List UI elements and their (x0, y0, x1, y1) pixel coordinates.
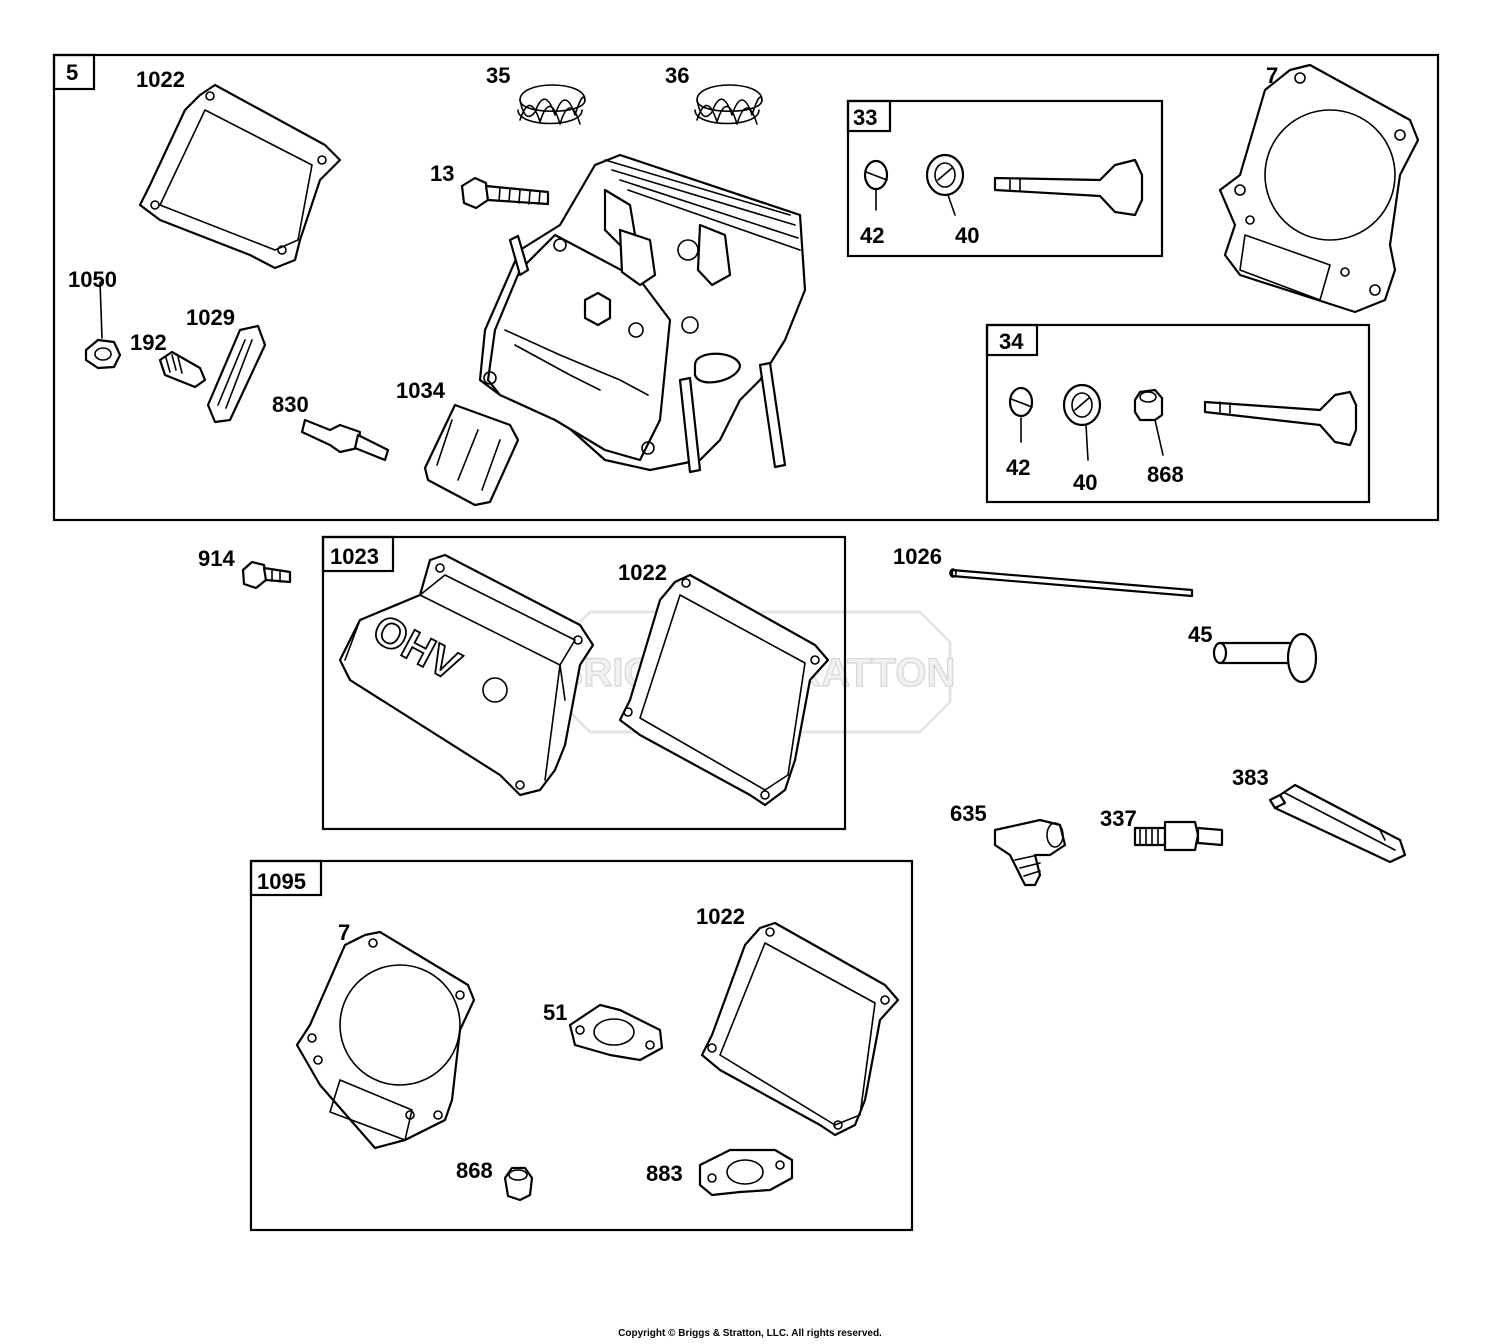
group-tag-33 (846, 99, 892, 133)
group-tag-1095 (249, 859, 323, 897)
rocker-stud-830-icon (300, 418, 390, 462)
group-label-1095: 1095 (257, 869, 306, 894)
group-tag-1023 (321, 535, 395, 573)
exhaust-valve-icon (993, 158, 1144, 217)
part-label-868b: 868 (456, 1158, 493, 1183)
group-frame-1023 (321, 535, 847, 831)
valve-stem-seal-868-icon (1133, 388, 1164, 456)
part-label-7b: 7 (338, 920, 350, 945)
rocker-pivot-192-icon (158, 350, 207, 389)
intake-gasket-51-icon (568, 1003, 664, 1062)
rocker-arm-1029-icon (206, 324, 267, 424)
push-rod-guide-1034-icon (423, 403, 520, 507)
valve-spring-35-icon (517, 84, 586, 125)
push-rod-1026-icon (949, 568, 1194, 598)
copyright-notice: Copyright © Briggs & Stratton, LLC. All … (618, 1328, 882, 1339)
part-label-35: 35 (486, 63, 510, 88)
cylinder-head-icon (478, 153, 807, 474)
part-label-1026: 1026 (893, 544, 942, 569)
valve-seal-40b-icon (1062, 383, 1102, 461)
part-label-7: 7 (1266, 63, 1278, 88)
part-label-337: 337 (1100, 806, 1137, 831)
part-label-383: 383 (1232, 765, 1269, 790)
part-label-868: 868 (1147, 462, 1184, 487)
group-frame-33 (846, 99, 1164, 258)
part-label-1050: 1050 (68, 267, 117, 292)
rocker-nut-1050-icon (84, 281, 122, 370)
part-label-914: 914 (198, 546, 235, 571)
part-label-51: 51 (543, 1000, 567, 1025)
valve-stem-seal-868b-icon (503, 1166, 534, 1202)
group-frame-5 (52, 53, 1440, 522)
group-label-34: 34 (999, 329, 1024, 354)
group-label-1023: 1023 (330, 544, 379, 569)
group-label-5: 5 (66, 60, 78, 85)
part-label-1022b: 1022 (618, 560, 667, 585)
rocker-cover-gasket-1022b-icon (618, 573, 830, 807)
part-label-13: 13 (430, 161, 454, 186)
part-label-830: 830 (272, 392, 309, 417)
part-label-42b: 42 (1006, 455, 1030, 480)
part-label-883: 883 (646, 1161, 683, 1186)
valve-tappet-45-icon (1212, 632, 1318, 684)
rocker-cover-gasket-1022-icon (138, 83, 342, 270)
part-label-1029: 1029 (186, 305, 235, 330)
exhaust-gasket-883-icon (698, 1148, 794, 1197)
part-label-40: 40 (955, 223, 979, 248)
group-tag-34 (985, 323, 1039, 357)
valve-seal-40-icon (925, 153, 965, 216)
spark-plug-boot-635-icon (993, 818, 1067, 887)
part-label-40b: 40 (1073, 470, 1097, 495)
part-label-36: 36 (665, 63, 689, 88)
intake-valve-icon (1203, 390, 1358, 447)
group-tag-5 (52, 53, 96, 91)
head-gasket-7-icon (1218, 63, 1420, 314)
part-label-45: 45 (1188, 622, 1212, 647)
group-frame-1095 (249, 859, 914, 1232)
part-label-42: 42 (860, 223, 884, 248)
part-label-1022c: 1022 (696, 904, 745, 929)
spark-plug-wrench-383-icon (1268, 783, 1407, 864)
head-bolt-13-icon (460, 176, 550, 210)
rocker-cover-gasket-1022c-icon (700, 921, 900, 1137)
part-label-192: 192 (130, 330, 167, 355)
group-label-33: 33 (853, 105, 877, 130)
rocker-cover-icon: OHV (338, 553, 595, 797)
part-label-1034: 1034 (396, 378, 446, 403)
cover-bolt-914-icon (241, 560, 292, 590)
valve-retainer-42b-icon (1008, 386, 1034, 443)
part-label-1022: 1022 (136, 67, 185, 92)
valve-retainer-42-icon (863, 159, 889, 211)
head-gasket-7b-icon (295, 930, 476, 1150)
spark-plug-337-icon (1133, 820, 1224, 852)
part-label-635: 635 (950, 801, 987, 826)
valve-spring-36-icon (694, 84, 763, 125)
group-frame-34 (985, 323, 1371, 504)
